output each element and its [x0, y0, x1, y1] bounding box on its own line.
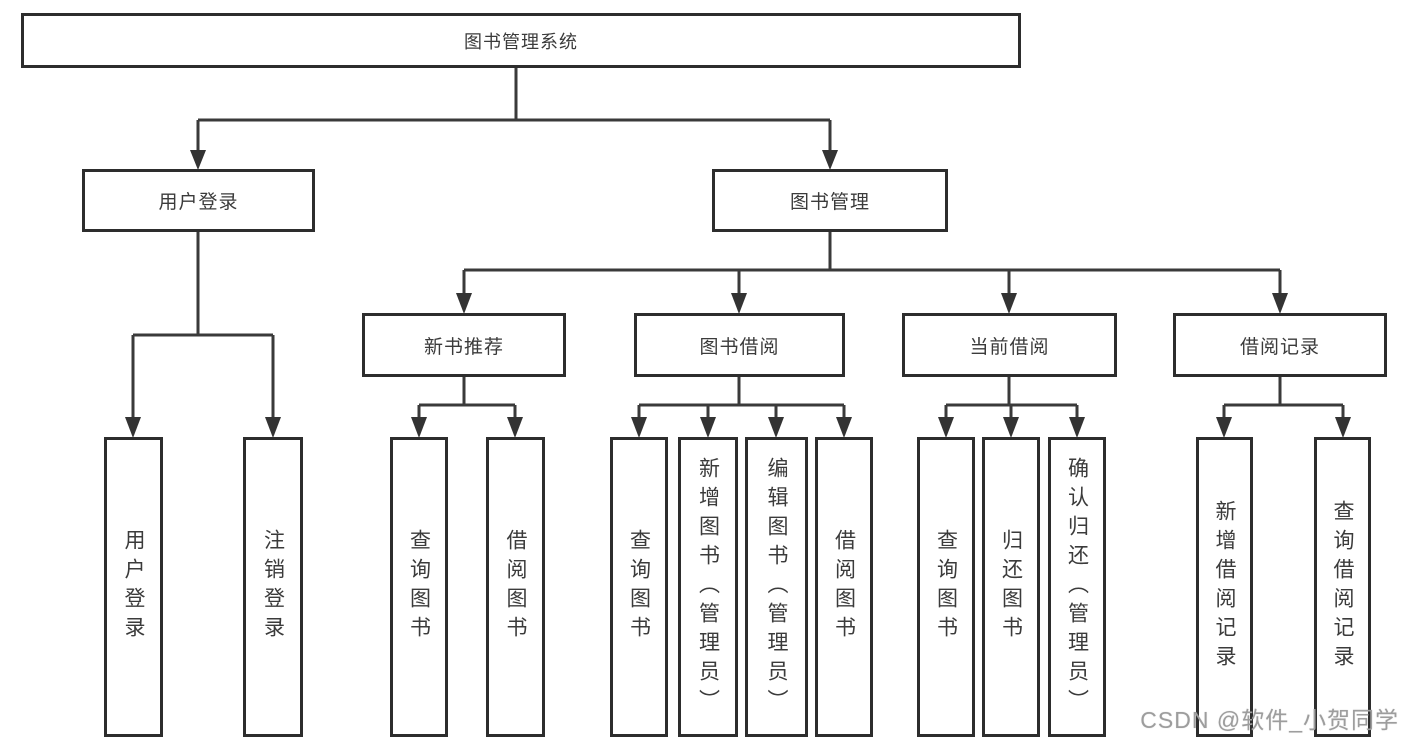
- connector-user-login-children: [125, 232, 281, 438]
- node-label: 用户登录: [158, 192, 239, 213]
- node-leaf-borrow-add: 新增图书（管理员）: [678, 437, 738, 737]
- node-current-borrow: 当前借阅: [902, 313, 1117, 377]
- node-label: 图书管理系统: [464, 31, 578, 52]
- node-label: 注销登录: [261, 529, 285, 645]
- node-leaf-current-return: 归还图书: [982, 437, 1040, 737]
- node-book-management: 图书管理: [712, 169, 948, 232]
- csdn-watermark: CSDN @软件_小贺同学: [1140, 707, 1399, 733]
- connector-book-borrow-children: [631, 377, 852, 438]
- node-leaf-newbook-borrow: 借阅图书: [486, 437, 545, 737]
- node-label: 借阅图书: [504, 529, 527, 645]
- node-leaf-borrow-edit: 编辑图书（管理员）: [745, 437, 808, 737]
- node-leaf-borrow-borrow: 借阅图书: [815, 437, 873, 737]
- node-new-book-recommend: 新书推荐: [362, 313, 566, 377]
- node-borrow-record: 借阅记录: [1173, 313, 1387, 377]
- node-leaf-record-query: 查询借阅记录: [1314, 437, 1371, 737]
- node-leaf-user-login: 用户登录: [104, 437, 163, 737]
- node-book-borrow: 图书借阅: [634, 313, 845, 377]
- node-label: 查询图书: [934, 529, 958, 645]
- node-leaf-logout: 注销登录: [243, 437, 303, 737]
- connector-book-mgmt-children: [456, 232, 1288, 314]
- node-leaf-current-confirm: 确认归还（管理员）: [1048, 437, 1106, 737]
- node-label: 新书推荐: [423, 336, 504, 358]
- node-label: 编辑图书（管理员）: [765, 456, 788, 718]
- node-label: 查询图书: [627, 529, 651, 645]
- node-label: 查询借阅记录: [1331, 500, 1354, 674]
- node-label: 当前借阅: [969, 336, 1050, 358]
- connector-borrow-record-children: [1216, 377, 1351, 438]
- node-label: 新增图书（管理员）: [696, 456, 720, 718]
- connector-current-borrow-children: [938, 377, 1085, 438]
- node-label: 确认归还（管理员）: [1065, 456, 1089, 718]
- connector-new-book-children: [411, 377, 523, 438]
- node-label: 归还图书: [999, 529, 1023, 645]
- node-user-login: 用户登录: [82, 169, 315, 232]
- node-label: 用户登录: [122, 529, 145, 645]
- node-root-system: 图书管理系统: [21, 13, 1021, 68]
- node-label: 新增借阅记录: [1213, 500, 1236, 674]
- node-label: 查询图书: [407, 529, 431, 645]
- node-label: 图书管理: [789, 192, 870, 213]
- node-label: 借阅记录: [1239, 336, 1320, 358]
- node-leaf-record-add: 新增借阅记录: [1196, 437, 1253, 737]
- node-label: 图书借阅: [699, 336, 780, 358]
- node-label: 借阅图书: [832, 529, 856, 645]
- node-leaf-current-query: 查询图书: [917, 437, 975, 737]
- node-leaf-borrow-query: 查询图书: [610, 437, 668, 737]
- node-leaf-newbook-query: 查询图书: [390, 437, 448, 737]
- connector-root-to-level2: [190, 68, 838, 170]
